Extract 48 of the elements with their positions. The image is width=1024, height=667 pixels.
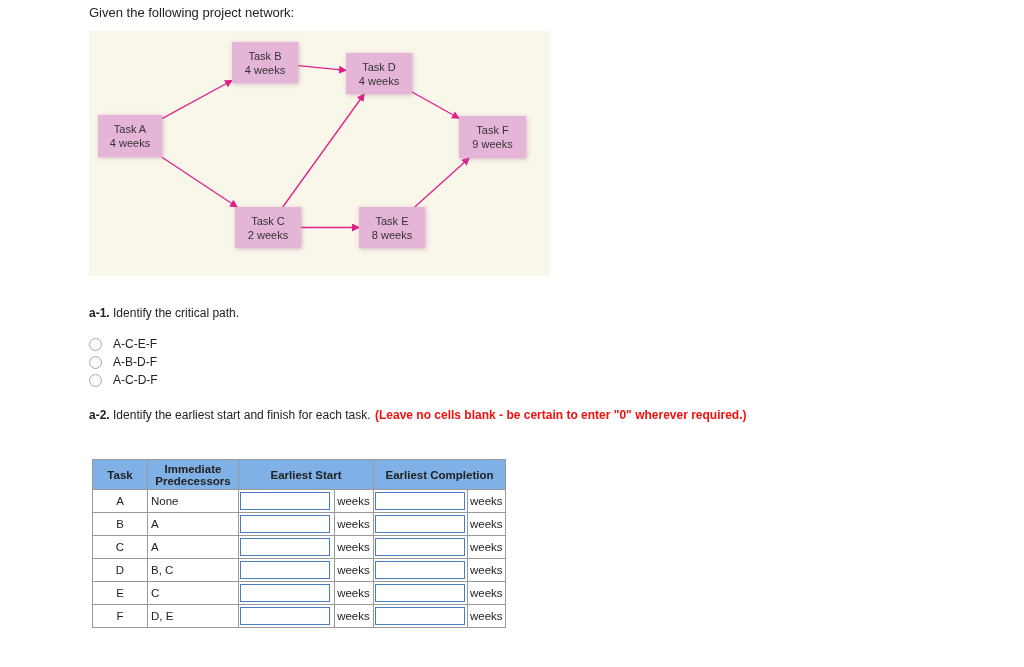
arrow bbox=[161, 79, 233, 120]
table-cell: weeks bbox=[334, 581, 374, 605]
arrow bbox=[297, 65, 347, 74]
table-cell: A bbox=[147, 535, 239, 559]
table-cell: weeks bbox=[467, 581, 506, 605]
page-title: Given the following project network: bbox=[89, 5, 295, 20]
table-header-cell: Immediate Predecessors bbox=[147, 459, 239, 490]
task-box: Task F 9 weeks bbox=[459, 116, 526, 158]
instruction-note: (Leave no cells blank - be certain to enter "0" wherever required.) bbox=[375, 408, 747, 422]
table-cell: weeks bbox=[334, 512, 374, 536]
table-cell: weeks bbox=[467, 558, 506, 582]
arrow bbox=[161, 156, 238, 208]
table-cell: weeks bbox=[467, 512, 506, 536]
table-header-cell: Earliest Start bbox=[238, 459, 374, 490]
option-label: A-C-E-F bbox=[113, 337, 157, 351]
task-box: Task C 2 weeks bbox=[235, 207, 301, 248]
table-cell: A bbox=[92, 489, 148, 513]
table-header-cell: Earliest Completion bbox=[373, 459, 506, 490]
question-text: a-2. Identify the earliest start and finish for each task. bbox=[89, 408, 371, 422]
table-cell: weeks bbox=[334, 604, 374, 628]
table-cell: weeks bbox=[467, 489, 506, 513]
task-box: Task B 4 weeks bbox=[232, 42, 298, 83]
arrow bbox=[282, 93, 365, 208]
table-cell: B bbox=[92, 512, 148, 536]
table-cell: F bbox=[92, 604, 148, 628]
table-cell: C bbox=[92, 535, 148, 559]
table-cell: weeks bbox=[334, 489, 374, 513]
table-cell: weeks bbox=[334, 558, 374, 582]
table-cell: C bbox=[147, 581, 239, 605]
task-box: Task E 8 weeks bbox=[359, 207, 425, 248]
arrow bbox=[300, 223, 360, 232]
task-box: Task A 4 weeks bbox=[98, 115, 162, 157]
table-cell: E bbox=[92, 581, 148, 605]
option-label: A-C-D-F bbox=[113, 373, 158, 387]
arrow bbox=[414, 157, 470, 208]
table-cell: B, C bbox=[147, 558, 239, 582]
table-cell: D bbox=[92, 558, 148, 582]
table-cell: weeks bbox=[467, 604, 506, 628]
table-cell: weeks bbox=[467, 535, 506, 559]
task-box: Task D 4 weeks bbox=[346, 53, 412, 94]
arrow bbox=[411, 91, 460, 119]
table-header-cell: Task bbox=[92, 459, 148, 490]
table-cell: None bbox=[147, 489, 239, 513]
table-cell: D, E bbox=[147, 604, 239, 628]
table-cell: weeks bbox=[334, 535, 374, 559]
option-label: A-B-D-F bbox=[113, 355, 157, 369]
table-cell: A bbox=[147, 512, 239, 536]
question-text: a-1. Identify the critical path. bbox=[89, 306, 240, 320]
